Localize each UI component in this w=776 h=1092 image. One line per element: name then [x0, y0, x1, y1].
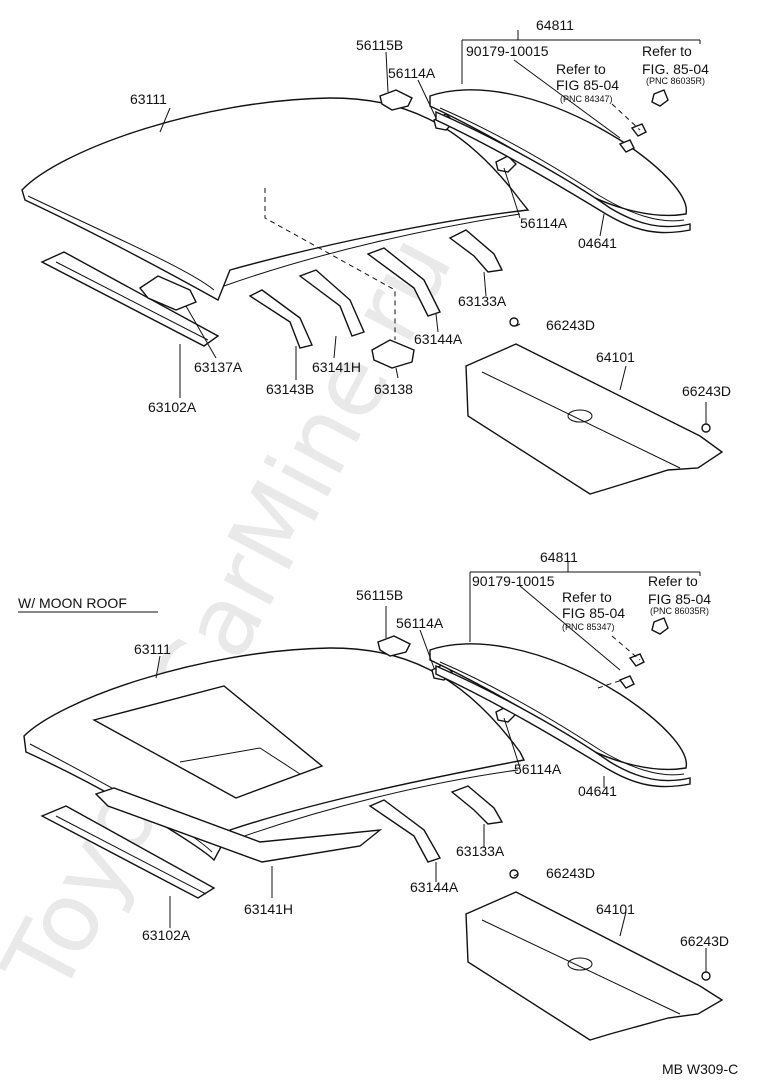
label-56114A: 56114A [520, 215, 568, 231]
label-64811: 64811 [540, 549, 578, 565]
package-tray-panel[interactable] [465, 343, 724, 495]
label-64101: 64101 [596, 349, 635, 365]
plug-66243D-lower[interactable] [701, 971, 711, 981]
ref-pnc: (PNC 85347) [562, 622, 615, 632]
section-title: W/ MOON ROOF [18, 595, 127, 611]
label-66243D: 66243D [680, 933, 729, 949]
label-63111: 63111 [130, 91, 167, 107]
ref-text: Refer to [648, 573, 698, 589]
label-63102A: 63102A [142, 927, 191, 943]
label-56114A: 56114A [514, 761, 562, 777]
ref-pnc: (PNC 86035R) [650, 606, 709, 616]
cushion-icon [630, 123, 647, 137]
figure-code: MB W309-C [662, 1061, 738, 1077]
label-63111: 63111 [134, 641, 171, 657]
label-04641: 04641 [578, 783, 617, 799]
roof-bow-63143B[interactable] [248, 289, 313, 349]
roof-bow-63144A[interactable] [366, 247, 441, 317]
roof-bow-63144A[interactable] [368, 799, 442, 863]
front-header-panel[interactable] [40, 805, 216, 899]
label-63133A: 63133A [456, 843, 505, 859]
roof-bow-63133A[interactable] [450, 785, 504, 825]
weatherstrip-04641[interactable] [435, 110, 691, 234]
ref-text: Refer to [556, 61, 606, 77]
label-63143B: 63143B [266, 381, 314, 397]
label-63133A: 63133A [458, 293, 507, 309]
bracket-63138[interactable] [371, 339, 415, 369]
ref-pnc: (PNC 86035R) [646, 76, 705, 86]
bracket-63137A[interactable] [138, 275, 197, 311]
label-66243D: 66243D [546, 865, 595, 881]
top-section: 63111 56115B 56114A 64811 90179-10015 Re… [21, 17, 731, 495]
plug-66243D-upper[interactable] [509, 869, 519, 879]
label-63144A: 63144A [410, 879, 459, 895]
label-64101: 64101 [596, 901, 635, 917]
roof-bow-63133A[interactable] [448, 229, 504, 273]
ref-text: Refer to [642, 43, 692, 59]
label-04641: 04641 [578, 235, 617, 251]
label-56115B: 56115B [356, 587, 403, 603]
ref-fig: FIG. 85-04 [642, 61, 709, 77]
ref-fig: FIG 85-04 [562, 605, 625, 621]
bolt-icon [651, 617, 669, 635]
ref-text: Refer to [562, 589, 612, 605]
bolt-icon [651, 89, 669, 107]
ref-fig: FIG 85-04 [556, 77, 619, 93]
moonroof-opening [92, 685, 324, 799]
ref-pnc: (PNC 84347) [560, 94, 613, 104]
label-64811: 64811 [536, 17, 574, 33]
label-63144A: 63144A [414, 331, 463, 347]
bottom-section: W/ MOON ROOF [18, 549, 729, 1041]
clip-56115B[interactable] [379, 89, 413, 111]
package-tray-panel[interactable] [465, 891, 724, 1041]
roof-bow-63141H[interactable] [298, 269, 365, 337]
moonroof-frame[interactable] [94, 787, 383, 863]
label-63137A: 63137A [194, 359, 243, 375]
ref-fig: FIG 85-04 [648, 591, 711, 607]
plug-66243D-upper[interactable] [509, 317, 519, 327]
label-63141H: 63141H [244, 901, 293, 917]
weatherstrip-04641[interactable] [435, 664, 691, 788]
label-63138: 63138 [374, 381, 413, 397]
label-56114A: 56114A [396, 615, 444, 631]
label-66243D: 66243D [546, 317, 595, 333]
roof-panel[interactable] [21, 97, 530, 301]
cushion-icon [628, 653, 645, 667]
label-90179-10015: 90179-10015 [466, 43, 549, 59]
label-56114A: 56114A [388, 65, 436, 81]
clip-56115B[interactable] [377, 635, 411, 657]
label-90179-10015: 90179-10015 [472, 573, 555, 589]
clip-56114A-lower[interactable] [495, 155, 517, 173]
label-56115B: 56115B [356, 37, 403, 53]
plug-66243D-lower[interactable] [701, 423, 711, 433]
cushion-icon [618, 675, 635, 689]
label-63141H: 63141H [312, 359, 361, 375]
label-66243D: 66243D [682, 383, 731, 399]
cushion-icon [618, 139, 635, 153]
label-63102A: 63102A [148, 399, 197, 415]
